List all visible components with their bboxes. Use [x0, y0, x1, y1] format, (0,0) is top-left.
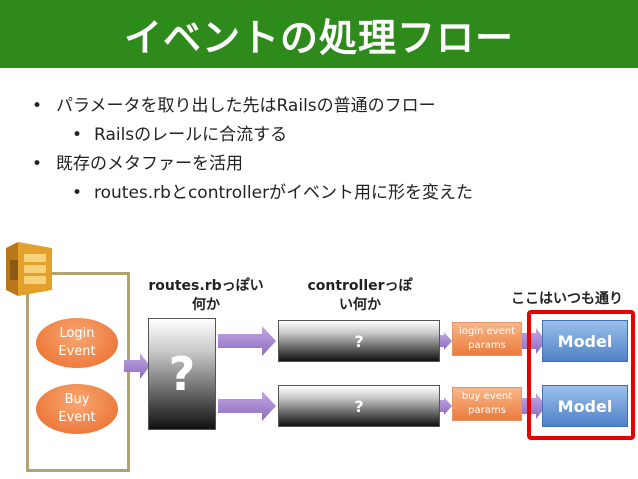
model-top-box: Model: [542, 320, 628, 362]
routes-like-box: ?: [148, 318, 216, 430]
controller-label-line: controllerっぽ: [307, 278, 413, 294]
controller-label-line: い何か: [339, 297, 381, 313]
bullet-text: routes.rbとcontrollerがイベント用に形を変えた: [94, 183, 474, 203]
bullet-dot: •: [72, 125, 83, 145]
model-top-label: Model: [557, 331, 613, 351]
bullet-item: • Railsのレールに合流する: [28, 121, 628, 150]
controller-top-box: ?: [278, 320, 440, 362]
arrow-controller-to-login-params: [440, 332, 452, 350]
buy-event-label: Event: [58, 410, 96, 425]
arrow-controller-to-buy-params: [440, 397, 452, 415]
login-event-label: Event: [58, 344, 96, 359]
bullet-text: パラメータを取り出した先はRailsの普通のフロー: [56, 96, 436, 116]
controller-bottom-box: ?: [278, 385, 440, 427]
routes-label: routes.rbっぽい 何か: [138, 277, 274, 315]
usual-flow-highlight: [527, 310, 635, 440]
login-event-params: login event params: [452, 322, 522, 356]
bullet-text: 既存のメタファーを活用: [56, 154, 243, 174]
bullet-item: • routes.rbとcontrollerがイベント用に形を変えた: [28, 179, 628, 208]
controller-bottom-question-mark: ?: [354, 396, 364, 416]
login-params-label: login event: [458, 326, 516, 337]
router-question-mark: ?: [168, 347, 196, 401]
title-bar: イベントの処理フロー: [0, 0, 638, 68]
bullet-dot: •: [32, 96, 43, 116]
model-bottom-box: Model: [542, 385, 628, 427]
slide-title: イベントの処理フロー: [123, 15, 514, 60]
arrow-events-to-router: [124, 353, 150, 379]
bullet-item: • 既存のメタファーを活用: [28, 150, 628, 179]
arrow-router-to-controller-top: [218, 326, 276, 356]
controller-top-question-mark: ?: [354, 331, 364, 351]
buy-params-label: params: [468, 405, 506, 416]
amazon-sqs-icon: [6, 242, 52, 296]
arrow-router-to-controller-bottom: [218, 391, 276, 421]
usual-flow-label: ここはいつも通り: [511, 291, 623, 307]
login-event-label: Login: [59, 326, 95, 341]
bullet-list: • パラメータを取り出した先はRailsの普通のフロー • Railsのレールに合流…: [28, 92, 628, 208]
buy-event-label: Buy: [64, 392, 90, 407]
bullet-dot: •: [72, 183, 83, 203]
model-bottom-label: Model: [557, 396, 613, 416]
bullet-dot: •: [32, 154, 43, 174]
buy-params-label: buy event: [461, 391, 513, 402]
buy-event-params: buy event params: [452, 387, 522, 421]
routes-label-line: routes.rbっぽい: [148, 278, 264, 294]
login-params-label: params: [468, 340, 506, 351]
routes-label-line: 何か: [192, 297, 220, 313]
bullet-item: • パラメータを取り出した先はRailsの普通のフロー: [28, 92, 628, 121]
controller-label: controllerっぽ い何か: [290, 277, 430, 315]
bullet-text: Railsのレールに合流する: [94, 125, 288, 145]
